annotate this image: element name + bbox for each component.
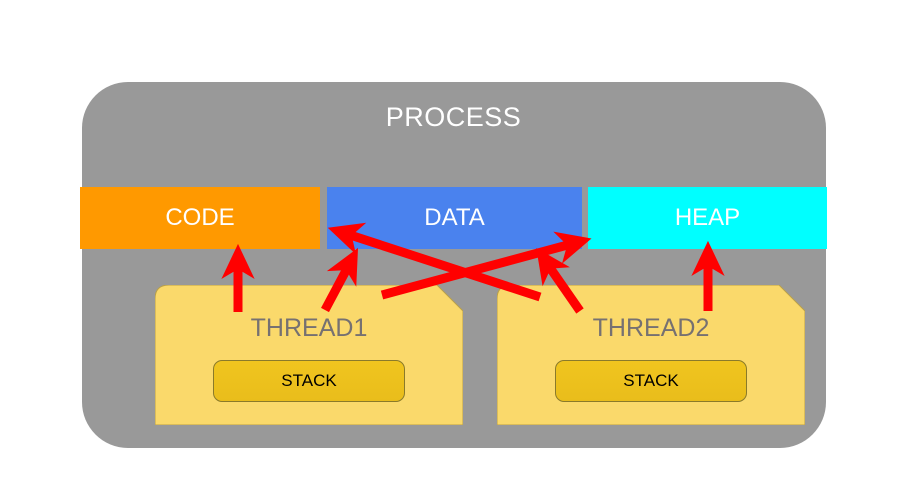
memory-segment-heap-label: HEAP [674,204,741,231]
memory-segment-code: CODE [80,187,320,249]
memory-segment-code-label: CODE [165,204,235,231]
thread1-stack-box: STACK [213,360,405,402]
thread2-stack-label: STACK [623,371,679,390]
thread1-shape [155,285,463,425]
thread1-label: THREAD1 [250,314,368,342]
thread-card-thread2: THREAD2 STACK [497,285,805,425]
thread-card-thread1: THREAD1 STACK [155,285,463,425]
memory-segment-data-label: DATA [424,204,485,231]
memory-segment-heap: HEAP [588,187,827,249]
process-title: PROCESS [385,102,522,132]
memory-segment-data: DATA [327,187,582,249]
thread1-stack-label: STACK [281,371,337,390]
thread2-label: THREAD2 [592,314,710,342]
thread2-shape [497,285,805,425]
thread2-stack-box: STACK [555,360,747,402]
